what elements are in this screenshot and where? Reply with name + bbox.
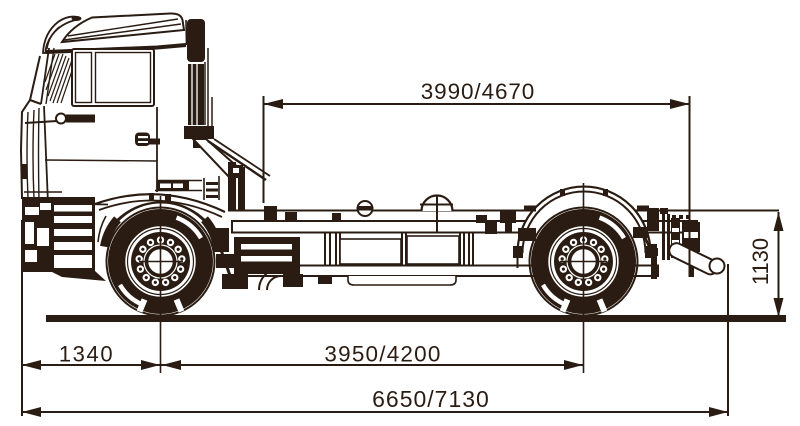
svg-text:1130: 1130	[748, 238, 773, 285]
svg-text:6650/7130: 6650/7130	[372, 386, 490, 412]
svg-text:1340: 1340	[59, 342, 114, 367]
svg-text:3950/4200: 3950/4200	[324, 342, 441, 367]
svg-text:3990/4670: 3990/4670	[421, 79, 535, 104]
